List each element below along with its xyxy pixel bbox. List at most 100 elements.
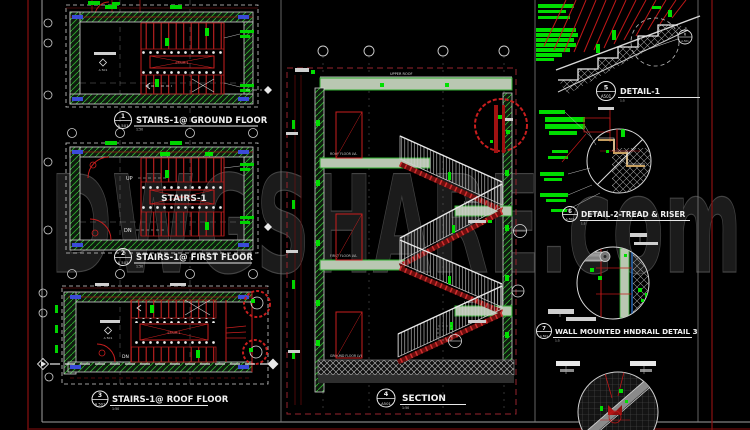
detail-4-bottom	[556, 361, 659, 430]
ground-level-label: GROUND FLOOR LVL	[330, 354, 363, 358]
plan1-right-wall	[243, 21, 254, 95]
grid-bubble-row-1	[67, 128, 258, 138]
plan2-room-label: STAIRS-1	[161, 194, 207, 204]
detail3-number: 7	[542, 326, 546, 332]
section-title-text: SECTION	[402, 394, 446, 404]
plan1-number: 1	[121, 113, 125, 120]
section-title: 4 A501 SECTION 1:50	[376, 388, 466, 410]
plan1-bottom-wall	[69, 93, 254, 105]
plan2-left-wall	[69, 146, 81, 242]
plan1-keynote-sheet: A 501	[99, 68, 108, 72]
detail4-circle	[577, 371, 659, 430]
detail1-title: 5 A501 DETAIL-1 1:5	[596, 81, 700, 103]
grid-bubble	[38, 308, 48, 318]
grid-bubble	[43, 90, 53, 100]
plan1-title-text: STAIRS-1@ GROUND FLOOR	[136, 116, 268, 126]
plan3-left-wall	[63, 291, 77, 375]
roof-level-label: ROOF FLOOR LVL	[330, 152, 357, 156]
grid-bubble	[43, 157, 53, 167]
plan2-door-swing	[87, 156, 110, 179]
grid-bubble-row-2	[67, 269, 258, 279]
plan3-door-swing	[96, 343, 116, 363]
plan1-stair: STAIR-1	[140, 22, 225, 95]
detail2-sheet: A 501	[566, 217, 575, 221]
detail4-contents	[580, 372, 657, 430]
plan3-revision-cloud-1	[243, 290, 271, 318]
detail1-title-text: DETAIL-1	[620, 87, 661, 96]
plan2-dn-label: DN	[124, 228, 132, 234]
plan2-stair: STAIRS-1	[140, 152, 225, 237]
first-level-label: FIRST FLOOR LVL	[330, 254, 357, 258]
plan-roof-floor: STAIR-1 DN A 501	[36, 280, 279, 411]
plan2-title: 2 A 501 STAIRS-1@ FIRST FLOOR 1:50	[114, 248, 253, 269]
plan1-scale: 1:50	[136, 128, 143, 132]
section-boundary	[286, 67, 517, 415]
plan2-number: 2	[121, 250, 125, 257]
detail1-number: 5	[604, 84, 609, 92]
section-revision-cloud	[474, 98, 528, 153]
plan1-left-wall	[69, 11, 81, 105]
section-scale: 1:50	[402, 406, 409, 410]
grid-bubble	[38, 288, 48, 298]
plan1-title: 1 A 501 STAIRS-1@ GROUND FLOOR 1:50	[114, 111, 268, 132]
plan2-title-text: STAIRS-1@ FIRST FLOOR	[136, 253, 253, 263]
plan2-bottom-wall	[69, 239, 254, 251]
detail1-steps	[557, 24, 689, 94]
grid-bubble	[43, 38, 53, 48]
detail1-callout: 6 A-501	[639, 29, 693, 53]
section-sheet: A501	[381, 401, 391, 406]
detail1-callout-sheet: A-501	[681, 39, 689, 43]
plan2-right-wall	[243, 156, 254, 241]
ground-base	[318, 375, 514, 383]
plan3-dn-label: DN	[122, 354, 129, 360]
detail3-sheet: A 501	[540, 334, 548, 338]
plan3-keynote-sheet: A 501	[104, 336, 113, 340]
detail1-sheet: A501	[601, 94, 612, 99]
plan2-door-swing	[89, 218, 112, 241]
plan3-section-marker	[267, 358, 279, 370]
detail2-title-text: DETAIL-2-TREAD & RISER	[581, 210, 685, 219]
detail3-title-text: WALL MOUNTED HNDRAIL DETAIL 3	[555, 327, 698, 336]
detail3-title: 7 A 501 WALL MOUNTED HNDRAIL DETAIL 3 1:…	[536, 323, 698, 343]
plan-ground-floor: STAIR-1 A 501 1	[43, 0, 272, 138]
detail2-number: 6	[568, 209, 572, 215]
grid-bubble	[43, 18, 53, 28]
plan3-scale: 1:50	[112, 407, 119, 411]
detail2-green-notes	[539, 110, 585, 212]
plan3-stair: STAIR-1	[130, 299, 227, 363]
upper-roof-label: UPPER ROOF	[390, 72, 413, 76]
plan2-boundary	[65, 142, 259, 254]
grid-bubble	[44, 372, 54, 382]
plan2-up-label: UP	[126, 176, 133, 182]
plan3-boundary	[61, 285, 269, 385]
grid-bubble	[43, 225, 53, 235]
detail1-green-notes	[536, 4, 578, 61]
plan3-keynote: A 501	[100, 320, 120, 340]
plan1-section-marker	[264, 86, 272, 94]
detail-1: 6 A-501 5 A501 DETAIL-1 1:5	[536, 0, 701, 103]
plan-first-floor: UP DN STAIRS-1 2 A 501 STA	[43, 140, 272, 279]
plan3-number: 3	[98, 392, 102, 399]
detail1-callout-number: 6	[684, 33, 686, 37]
first-floor-slab	[319, 259, 405, 271]
plan3-title-text: STAIRS-1@ ROOF FLOOR	[112, 395, 229, 405]
plan3-sheet: A 501	[95, 403, 105, 407]
plan2-section-marker	[264, 223, 272, 231]
plan3-room-label: STAIR-1	[167, 331, 180, 335]
section-doors	[335, 111, 363, 359]
plan3-title: 3 A 501 STAIRS-1@ ROOF FLOOR 1:50	[91, 390, 229, 411]
detail3-scale: 1:5	[555, 339, 560, 343]
plan2-sheet: A 501	[117, 260, 129, 265]
plan3-revision-cloud-2	[242, 339, 268, 365]
plan2-scale: 1:50	[136, 265, 143, 269]
section-view: UPPER ROOF ROOF FLOOR LVL FIRST FLOOR LV…	[286, 45, 528, 415]
detail2-title: 6 A 501 DETAIL-2-TREAD & RISER 1:5	[562, 206, 690, 226]
ground-hatch	[317, 359, 515, 376]
plan1-sheet: A 501	[117, 123, 129, 128]
detail1-scale: 1:5	[620, 99, 625, 103]
section-number: 4	[384, 390, 389, 398]
plan1-room-label: STAIR-1	[175, 61, 188, 65]
plan1-keynote: A 501	[94, 52, 116, 72]
